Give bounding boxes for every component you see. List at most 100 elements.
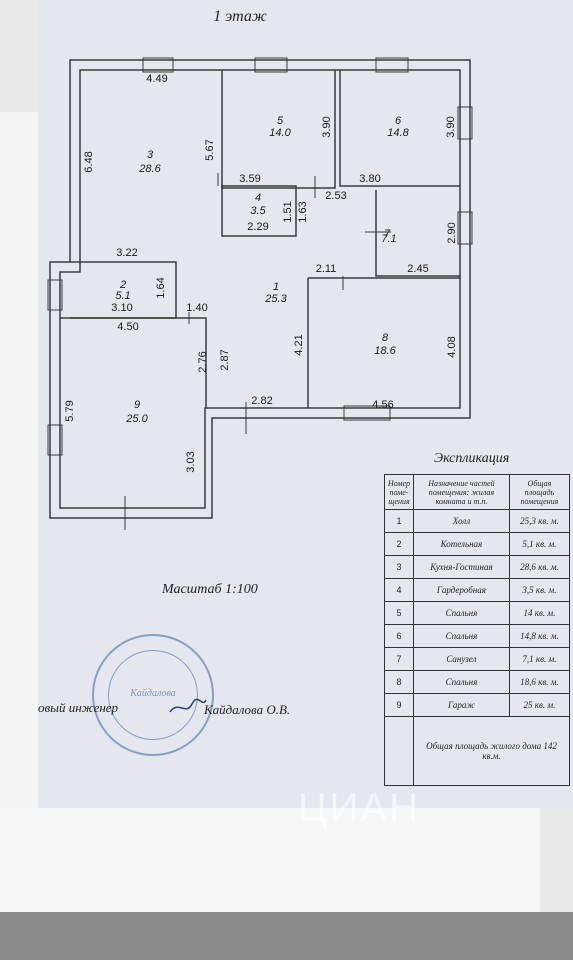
dim-label: 2.76	[197, 351, 209, 372]
stamp-text: Кайдалова	[130, 688, 176, 699]
header-area: Общая площадь помещения	[508, 474, 571, 510]
explication-title: Экспликация	[434, 451, 510, 466]
row-area: 3,5 кв. м.	[508, 578, 571, 602]
row-area: 28,6 кв. м.	[508, 555, 571, 579]
wall-room-9	[70, 317, 207, 408]
dim-label: 4.50	[117, 321, 138, 333]
dim-label: 2.45	[407, 263, 428, 275]
row-number: 4	[384, 578, 414, 602]
background-sheet	[0, 112, 40, 920]
signature-icon	[169, 698, 207, 713]
explication-table: Номер поме-щения Назначение частей помещ…	[384, 474, 571, 786]
dim-label: 2.11	[316, 263, 337, 275]
row-area: 5,1 кв. м.	[508, 532, 571, 556]
inner-wall	[59, 69, 461, 509]
row-number: 5	[384, 601, 414, 625]
row-area: 25 кв. м.	[508, 693, 571, 717]
scale-label: Масштаб 1:100	[162, 582, 258, 597]
dim-label: 3.22	[116, 247, 137, 259]
row-area: 14,8 кв. м.	[508, 624, 571, 648]
room-2-area: 5.1	[115, 290, 130, 302]
room-8-number: 8	[382, 332, 389, 344]
room-1-area: 25.3	[264, 293, 287, 305]
dim-label: 2.90	[446, 222, 458, 243]
dim-label: 4.21	[293, 334, 305, 355]
windows	[47, 57, 473, 456]
dim-label: 3.90	[321, 116, 333, 137]
wall-room-6	[339, 70, 460, 187]
header-purpose: Назначение частей помещения: жилая комна…	[413, 474, 510, 510]
dim-label: 2.82	[251, 395, 272, 407]
room-6-area: 14.8	[387, 127, 409, 139]
row-name: Спальня	[413, 601, 510, 625]
row-number: 9	[384, 693, 414, 717]
door-marks	[124, 173, 391, 530]
row-name: Холл	[413, 509, 510, 533]
background-table-edge	[0, 912, 573, 960]
wall-room-5	[221, 70, 336, 189]
row-number: 7	[384, 647, 414, 671]
watermark: ЦИАН	[298, 786, 420, 830]
room-6-number: 6	[395, 115, 402, 127]
dim-label: 1.51	[282, 201, 294, 222]
row-area: 14 кв. м.	[508, 601, 571, 625]
dim-label: 4.49	[146, 73, 167, 85]
row-number: 6	[384, 624, 414, 648]
row-name: Спальня	[413, 670, 510, 694]
room-4-area: 3.5	[250, 205, 266, 217]
room-2-number: 2	[119, 279, 126, 291]
dim-label: 2.87	[219, 349, 231, 370]
row-area: 25,3 кв. м.	[508, 509, 571, 533]
room-7-number: 7	[384, 228, 391, 240]
dim-label: 4.08	[446, 336, 458, 357]
room-4-number: 4	[255, 192, 261, 204]
row-area: 18,6 кв. м.	[508, 670, 571, 694]
table-header-row: Номер поме-щения Назначение частей помещ…	[384, 474, 571, 510]
row-name: Санузел	[413, 647, 510, 671]
dim-label: 3.03	[185, 451, 197, 472]
engineer-stamp: Кайдалова	[92, 634, 214, 756]
row-number: 3	[384, 555, 414, 579]
dim-label: 1.64	[155, 277, 167, 298]
row-name: Котельная	[413, 532, 510, 556]
background-lower-sheet	[0, 808, 540, 914]
dim-label: 4.56	[372, 399, 393, 411]
room-5-number: 5	[277, 115, 284, 127]
row-name: Спальня	[413, 624, 510, 648]
wall-room-8	[307, 277, 460, 408]
row-area: 7,1 кв. м.	[508, 647, 571, 671]
room-5-area: 14.0	[269, 127, 291, 139]
dim-label: 3.80	[359, 173, 380, 185]
room-3-area: 28.6	[138, 163, 161, 175]
dim-label: 6.48	[83, 151, 95, 172]
header-number: Номер поме-щения	[384, 474, 414, 510]
row-number: 1	[384, 509, 414, 533]
wall-room-7	[375, 190, 460, 277]
row-number: 8	[384, 670, 414, 694]
total-area: Общая площадь жилого дома 142 кв.м.	[413, 716, 570, 786]
wall-room-4	[221, 185, 297, 237]
dim-label: 1.63	[297, 201, 309, 222]
dim-label: 3.90	[445, 116, 457, 137]
engineer-name: Кайдалова О.В.	[204, 702, 291, 717]
room-3-number: 3	[147, 149, 154, 161]
dim-label: 1.40	[186, 302, 207, 314]
table-total-row: Общая площадь жилого дома 142 кв.м.	[384, 716, 570, 786]
engineer-label: овый инженер	[38, 700, 119, 715]
total-spacer	[384, 716, 414, 786]
dim-label: 5.79	[64, 400, 76, 421]
room-8-area: 18.6	[374, 345, 396, 357]
page-title: 1 этаж	[213, 8, 267, 25]
dim-label: 3.59	[239, 173, 260, 185]
dim-label: 2.29	[247, 221, 268, 233]
room-1-number: 1	[273, 281, 279, 293]
room-9-area: 25.0	[125, 413, 148, 425]
